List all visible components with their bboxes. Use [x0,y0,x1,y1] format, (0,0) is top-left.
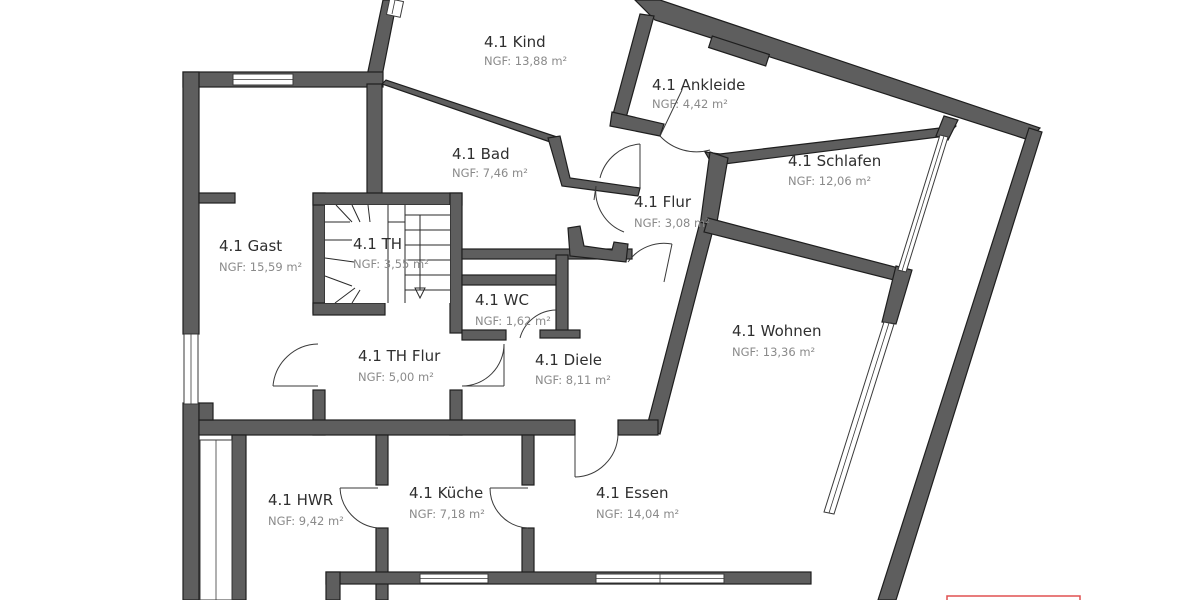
wall-west-lower [182,402,200,600]
wall-schlafen-south [703,217,907,283]
wall-ankleide-south [609,111,665,137]
wall-wc-north-1 [461,248,633,260]
wall-kueche-east-upper [521,434,535,486]
wall-gast-west [182,71,200,335]
wall-thflur-north-east [461,329,507,341]
door-ankleide [659,135,711,153]
flur-closet [567,225,629,263]
room-kueche-area: NGF: 7,18 m² [409,507,485,521]
wall-thflur-left-stub [198,402,214,421]
wall-kueche-west-upper [375,434,389,486]
room-ankleide-area: NGF: 4,42 m² [652,97,728,111]
room-schlafen-name: 4.1 Schlafen [788,152,881,170]
room-th-area: NGF: 3,55 m² [353,257,429,271]
room-hwr-name: 4.1 HWR [268,491,333,509]
room-wc-area: NGF: 1,62 m² [475,314,551,328]
doors [272,89,711,529]
wall-gast-stub [198,192,236,204]
wall-stair-north [312,192,463,206]
room-gast-name: 4.1 Gast [219,237,282,255]
room-wc-name: 4.1 WC [475,291,529,309]
room-th-name: 4.1 TH [353,235,402,253]
room-kueche-name: 4.1 Küche [409,484,483,502]
door-wc [519,309,557,339]
wall-east-outer [877,127,1043,600]
wall-wc-east [555,254,569,336]
wall-wc-south-stub [539,329,581,339]
room-ankleide-name: 4.1 Ankleide [652,76,745,94]
wall-main-horizontal [198,419,576,436]
wall-hwr-west [231,434,247,600]
room-schlafen-area: NGF: 12,06 m² [788,174,871,188]
door-thflur-east [461,343,505,387]
room-kind-name: 4.1 Kind [484,33,546,51]
room-essen-area: NGF: 14,04 m² [596,507,679,521]
room-gast-area: NGF: 15,59 m² [219,260,302,274]
room-flur-name: 4.1 Flur [634,193,692,211]
stamp-frame [946,595,1081,600]
room-bad-area: NGF: 7,46 m² [452,166,528,180]
door-thflur-west [272,343,319,387]
door-flur-diele [627,242,673,263]
wall-kueche-west-lower [375,527,389,600]
wall-south [325,571,812,585]
room-wohnen-area: NGF: 13,36 m² [732,345,815,359]
windows [183,0,949,600]
wall-stair-south [312,302,386,316]
wall-kind-ankleide [611,13,655,119]
wall-south-left [325,571,341,600]
wall-bad-west [366,83,383,197]
wall-bad-kink [547,135,641,197]
ankleide-niche [707,35,771,67]
door-bad [599,143,641,179]
wall-wc-north-2 [461,274,559,286]
room-thflur-area: NGF: 5,00 m² [358,370,434,384]
wall-schlafen-east [935,115,959,141]
door-flur-south [595,185,625,233]
staircase [324,204,450,304]
room-bad-name: 4.1 Bad [452,145,510,163]
room-hwr-area: NGF: 9,42 m² [268,514,344,528]
room-wohnen-name: 4.1 Wohnen [732,322,822,340]
door-hwr [339,487,379,529]
window-kind-top [385,0,405,18]
door-kueche [489,487,529,529]
wall-north-diagonal [634,0,1042,141]
wall-flur-east [645,221,715,435]
wall-bad-kind-diagonal [380,79,561,145]
wall-stair-east [449,192,463,334]
wall-main-horizontal-east [617,419,659,436]
room-thflur-name: 4.1 TH Flur [358,347,441,365]
wall-stair-west [312,192,326,314]
room-labels: 4.1 Kind NGF: 13,88 m² 4.1 Ankleide NGF:… [219,33,881,528]
room-essen-name: 4.1 Essen [596,484,668,502]
room-flur-area: NGF: 3,08 m² [634,216,710,230]
door-essen [574,434,619,478]
room-diele-name: 4.1 Diele [535,351,602,369]
room-diele-area: NGF: 8,11 m² [535,373,611,387]
wall-kueche-east-lower [521,527,535,579]
room-kind-area: NGF: 13,88 m² [484,54,567,68]
